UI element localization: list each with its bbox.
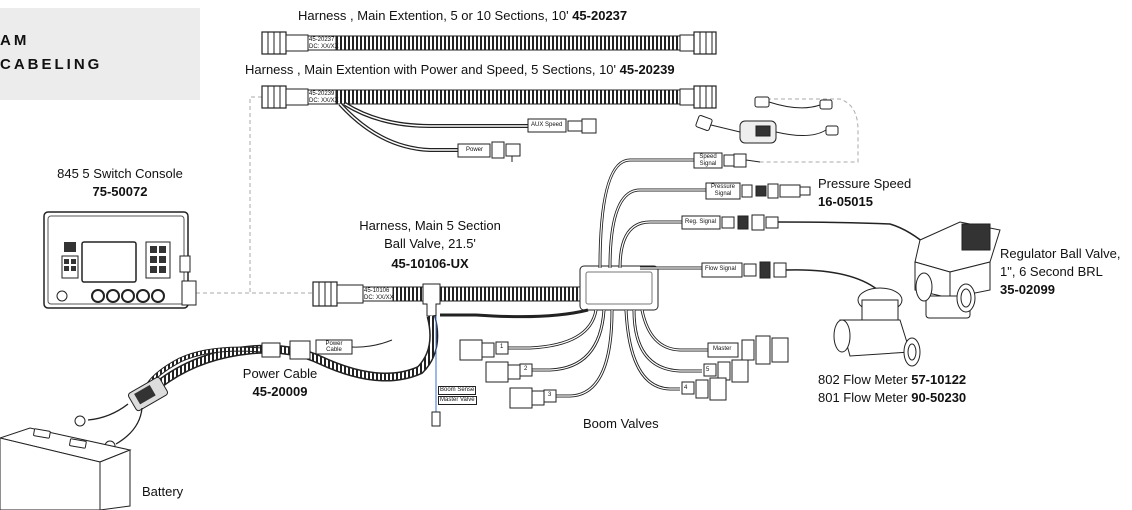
ext2-tag: 45-20239	[309, 91, 335, 97]
pressure-signal-tag-2: Signal	[714, 191, 732, 197]
title-line-2: CABELING	[0, 56, 103, 73]
pressure-signal-tag-1: Pressure	[710, 184, 735, 190]
pressure-speed-name: Pressure Speed	[818, 176, 912, 191]
power-cable-tag-2: Cable	[326, 347, 342, 353]
ext2-part-number: 45-20239	[619, 62, 675, 77]
boom-valve-connectors	[459, 335, 789, 409]
dashed-connection-lines	[196, 96, 859, 294]
main-tag: 45-10106	[364, 288, 390, 294]
power-tag: Power	[466, 147, 484, 153]
regulator-line-1: Regulator Ball Valve,	[1000, 246, 1121, 261]
main-harness-part-number: 45-10106-UX	[391, 256, 469, 271]
main-harness-line-1: Harness, Main 5 Section	[359, 218, 501, 233]
title-line-1: AM	[0, 32, 30, 49]
regulator-line-2: 1", 6 Second BRL	[1000, 264, 1103, 279]
reg-signal-lead	[681, 214, 931, 249]
master-tag: Master	[713, 346, 732, 352]
flow-signal-tag: Flow Signal	[705, 266, 737, 272]
ext1-dc: DC: XX/XX	[309, 44, 339, 50]
power-cable-45-20009	[74, 339, 393, 452]
ext2-dc: DC: XX/XX	[309, 98, 339, 104]
aux-speed-tag: AUX Speed	[531, 122, 563, 128]
console-name: 845 5 Switch Console	[57, 166, 183, 181]
flow-meter-drawing	[833, 287, 921, 367]
speed-sensor-cluster	[695, 96, 839, 144]
ext1-label-text: Harness , Main Extention, 5 or 10 Sectio…	[298, 8, 569, 23]
ext1-label: Harness , Main Extention, 5 or 10 Sectio…	[298, 8, 627, 24]
power-cable-name: Power Cable	[242, 366, 318, 381]
ext1-tag: 45-20237	[309, 37, 335, 43]
boom-4-tag: 4	[684, 385, 688, 391]
diagram-title-box: AM CABELING	[0, 8, 200, 100]
extension-harness-45-20237	[261, 31, 717, 55]
battery-label: Battery	[142, 484, 184, 499]
ext1-part-number: 45-20237	[572, 8, 628, 23]
battery-drawing	[0, 427, 132, 510]
boom-5-tag: 5	[706, 367, 710, 373]
ext2-label-text: Harness , Main Extention with Power and …	[245, 62, 617, 77]
boom-valves-label: Boom Valves	[583, 416, 659, 431]
main-harness-45-10106	[146, 265, 659, 427]
boom-3-tag: 3	[548, 392, 552, 398]
reg-signal-tag: Reg. Signal	[685, 219, 717, 225]
flow-meter-801-text: 801 Flow Meter	[818, 390, 908, 405]
speed-signal-lead	[693, 152, 761, 169]
flow-meter-801-part-number: 90-50230	[911, 390, 967, 405]
main-harness-line-2: Ball Valve, 21.5'	[384, 236, 476, 251]
flow-meter-802-label: 802 Flow Meter 57-10122	[818, 372, 966, 388]
flow-meter-801-label: 801 Flow Meter 90-50230	[818, 390, 966, 406]
regulator-ball-valve-drawing	[914, 221, 1001, 319]
speed-signal-tag-1: Speed	[699, 154, 717, 160]
pressure-speed-sensor	[705, 182, 811, 200]
main-dc: DC: XX/XX	[364, 295, 394, 301]
boom-1-tag: 1	[500, 344, 504, 350]
boom-2-tag: 2	[524, 366, 528, 372]
regulator-part-number: 35-02099	[1000, 282, 1055, 297]
flow-meter-802-text: 802 Flow Meter	[818, 372, 908, 387]
speed-signal-tag-2: Signal	[699, 161, 717, 167]
pressure-speed-part-number: 16-05015	[818, 194, 873, 209]
ext2-label: Harness , Main Extention with Power and …	[245, 62, 675, 78]
power-cable-part-number: 45-20009	[252, 384, 308, 399]
boom-valve-leads-inner	[506, 309, 708, 397]
console-part-number: 75-50072	[92, 184, 148, 199]
console-845-drawing	[43, 211, 197, 309]
boom-sense-tag: Boom Sense	[438, 386, 477, 395]
power-cable-tag-1: Power	[325, 341, 343, 347]
master-valve-tag: Master Valve	[438, 396, 477, 405]
signal-leads-inner	[599, 159, 706, 269]
flow-signal-lead	[701, 261, 879, 291]
extension-harness-45-20239	[261, 85, 717, 162]
flow-meter-802-part-number: 57-10122	[911, 372, 967, 387]
